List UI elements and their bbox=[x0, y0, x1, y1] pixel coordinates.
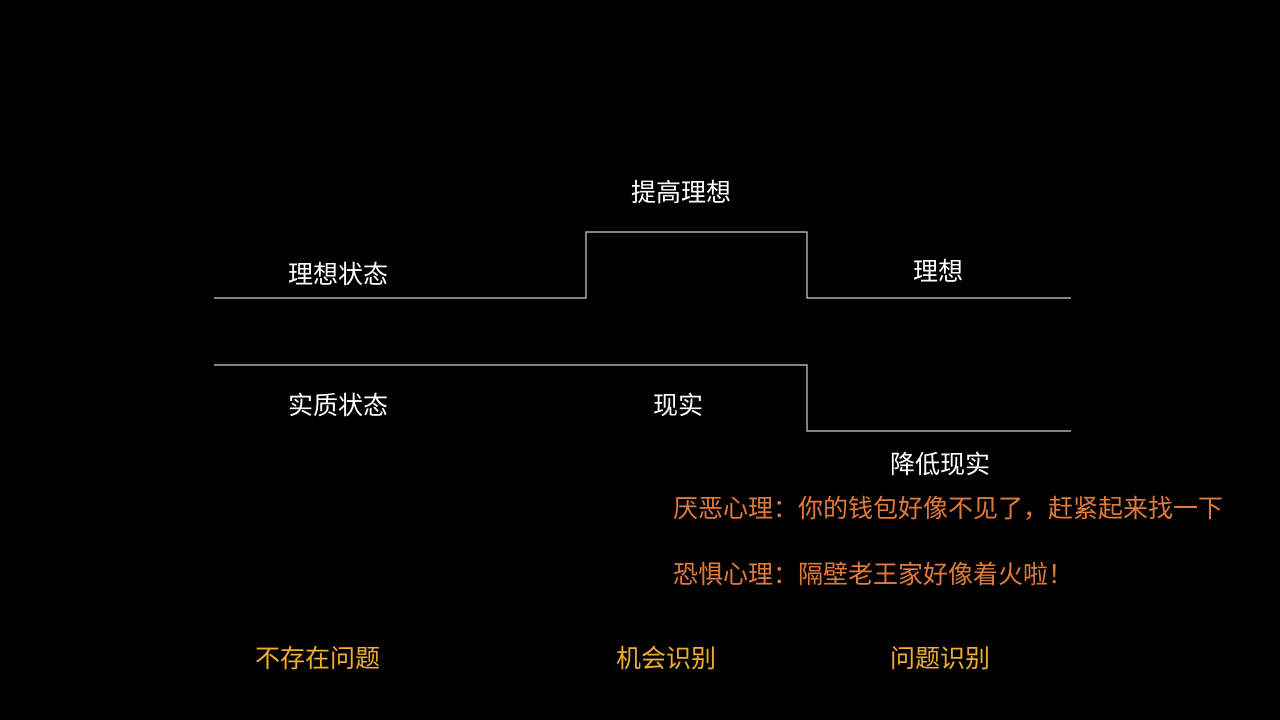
reality-label: 现实 bbox=[653, 391, 704, 420]
raise-ideal-label: 提高理想 bbox=[631, 178, 732, 207]
category-problem: 问题识别 bbox=[890, 644, 991, 673]
fear-note: 恐惧心理：隔壁老王家好像着火啦！ bbox=[673, 560, 1074, 589]
lower-reality-label: 降低现实 bbox=[890, 450, 991, 479]
aversion-note: 厌恶心理：你的钱包好像不见了，赶紧起来找一下 bbox=[673, 494, 1224, 523]
ideal-state-line bbox=[214, 231, 1071, 299]
ideal-state-label: 理想状态 bbox=[288, 260, 389, 289]
ideal-label: 理想 bbox=[913, 257, 964, 286]
category-opportunity: 机会识别 bbox=[616, 644, 717, 673]
category-no-problem: 不存在问题 bbox=[255, 644, 381, 673]
actual-state-label: 实质状态 bbox=[288, 391, 389, 420]
actual-state-line bbox=[214, 364, 1071, 432]
